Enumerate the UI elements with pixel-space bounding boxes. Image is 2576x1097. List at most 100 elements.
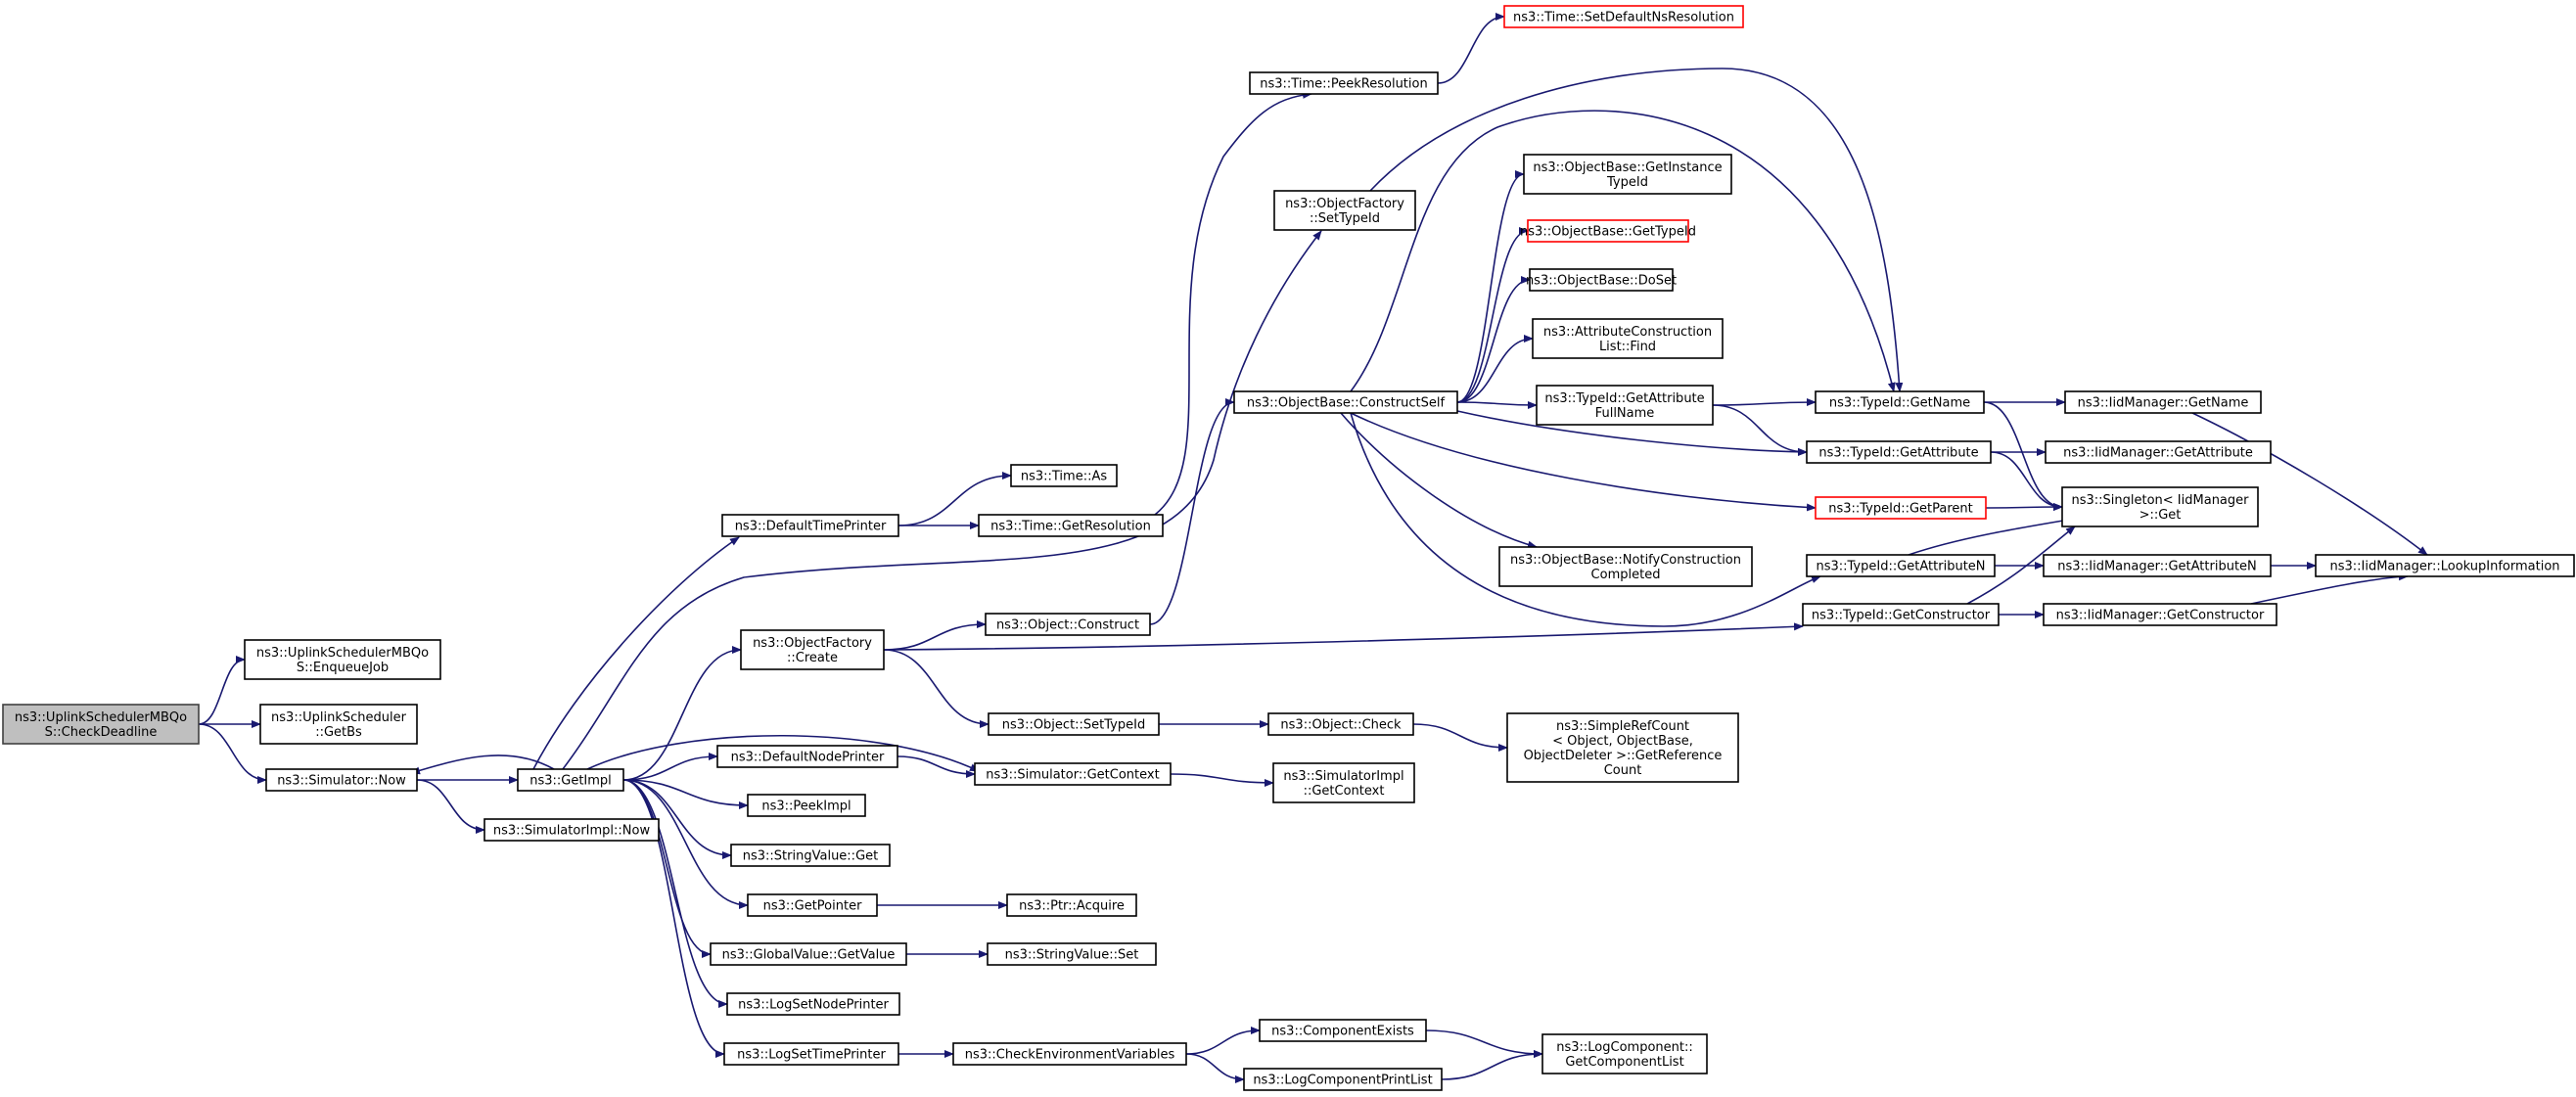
node-simplerefcount[interactable]: ns3::SimpleRefCount< Object, ObjectBase,… [1506, 712, 1739, 783]
node-iidgetattr[interactable]: ns3::IidManager::GetAttribute [2045, 440, 2272, 464]
node-peekimpl[interactable]: ns3::PeekImpl [747, 794, 866, 817]
node-box [1529, 268, 1674, 292]
node-label: ns3::ObjectBase::GetTypeId [1520, 225, 1696, 240]
node-objsettid[interactable]: ns3::Object::SetTypeId [988, 712, 1160, 736]
node-label: ns3::IidManager::LookupInformation [2329, 560, 2559, 574]
node-checkenv[interactable]: ns3::CheckEnvironmentVariables [952, 1042, 1187, 1066]
edge-arrow [1456, 170, 1525, 403]
node-globalvalget[interactable]: ns3::GlobalValue::GetValue [710, 942, 907, 966]
node-timegetres[interactable]: ns3::Time::GetResolution [978, 514, 1164, 537]
edge-arrow [622, 779, 749, 809]
node-simnow[interactable]: ns3::Simulator::Now [265, 768, 418, 792]
edge-root-to-enqueue [198, 656, 246, 725]
node-label: ns3::AttributeConstruction [1543, 325, 1712, 340]
node-defnodeprinter[interactable]: ns3::DefaultNodePrinter [716, 745, 898, 768]
node-label: ObjectDeleter >::GetReference [1524, 749, 1723, 763]
edge-tidgetconstructor-to-singletonget [1966, 526, 2076, 605]
node-iidlookup[interactable]: ns3::IidManager::LookupInformation [2315, 554, 2575, 577]
edge-arrow [1456, 276, 1531, 403]
node-objconstruct[interactable]: ns3::Object::Construct [985, 613, 1151, 636]
edge-arrow [622, 779, 728, 1008]
node-logsettime[interactable]: ns3::LogSetTimePrinter [723, 1042, 899, 1066]
edge-timegetres-to-timepeekres [1154, 90, 1312, 516]
node-label: ns3::IidManager::GetName [2078, 396, 2249, 411]
node-label: ::GetBs [315, 725, 362, 740]
node-simimplgetctx[interactable]: ns3::SimulatorImpl::GetContext [1272, 762, 1415, 803]
node-box [1536, 385, 1714, 426]
node-strvalget[interactable]: ns3::StringValue::Get [730, 844, 891, 867]
edge-arrow [1149, 398, 1235, 625]
node-objbasenotify[interactable]: ns3::ObjectBase::NotifyConstructionCompl… [1498, 546, 1753, 587]
node-box [1267, 712, 1414, 736]
node-objbaseconstructself[interactable]: ns3::ObjectBase::ConstructSelf [1233, 390, 1458, 414]
edge-arrow [897, 755, 976, 778]
edge-arrow [622, 646, 742, 781]
edge-arrow [1412, 723, 1508, 752]
edge-logcompprint-to-logcompgetlist [1441, 1050, 1543, 1080]
node-tidgetparent[interactable]: ns3::TypeId::GetParent [1815, 496, 1987, 520]
node-box [2043, 603, 2277, 626]
node-simimplnow[interactable]: ns3::SimulatorImpl::Now [483, 818, 660, 842]
node-box [483, 818, 660, 842]
node-timeas[interactable]: ns3::Time::As [1010, 464, 1118, 487]
node-iidgetattrn[interactable]: ns3::IidManager::GetAttributeN [2043, 554, 2272, 577]
node-label: ns3::ObjectBase::NotifyConstruction [1510, 553, 1741, 568]
node-objbasedoset[interactable]: ns3::ObjectBase::DoSet [1526, 268, 1677, 292]
node-logsetnode[interactable]: ns3::LogSetNodePrinter [726, 992, 900, 1016]
node-tidgetattr[interactable]: ns3::TypeId::GetAttribute [1806, 440, 1992, 464]
node-timesetdef[interactable]: ns3::Time::SetDefaultNsResolution [1503, 5, 1744, 28]
node-iidgetconstructor[interactable]: ns3::IidManager::GetConstructor [2043, 603, 2277, 626]
node-getbs[interactable]: ns3::UplinkScheduler::GetBs [259, 704, 418, 745]
node-logcompprint[interactable]: ns3::LogComponentPrintList [1243, 1068, 1443, 1091]
edge-arrow [562, 230, 1322, 770]
node-label: GetComponentList [1565, 1055, 1683, 1070]
node-ptracquire[interactable]: ns3::Ptr::Acquire [1006, 893, 1137, 917]
node-box [1010, 464, 1118, 487]
edge-arrow [1369, 68, 1904, 392]
node-objbasegettid[interactable]: ns3::ObjectBase::GetTypeId [1520, 219, 1696, 243]
node-singletonget[interactable]: ns3::Singleton< IidManager >::Get [2061, 486, 2259, 527]
node-timepeekres[interactable]: ns3::Time::PeekResolution [1249, 71, 1439, 95]
node-objfactcreate[interactable]: ns3::ObjectFactory::Create [740, 629, 885, 670]
edge-objfactcreate-to-objconstruct [883, 620, 987, 651]
edge-arrow [532, 536, 740, 770]
edge-objbaseconstructself-to-objbasedoset [1456, 276, 1531, 403]
node-tidgetconstructor[interactable]: ns3::TypeId::GetConstructor [1802, 603, 2000, 626]
node-tidgetname[interactable]: ns3::TypeId::GetName [1815, 390, 1985, 414]
node-getimpl[interactable]: ns3::GetImpl [517, 768, 624, 792]
node-compexists[interactable]: ns3::ComponentExists [1259, 1019, 1427, 1042]
edge-tidgetattrfull-to-tidgetattr [1712, 404, 1808, 456]
node-getpointer[interactable]: ns3::GetPointer [747, 893, 878, 917]
node-deftimeprinter[interactable]: ns3::DefaultTimePrinter [721, 514, 899, 537]
edge-arrow [1456, 410, 1808, 456]
node-box [244, 639, 441, 680]
node-strvalset[interactable]: ns3::StringValue::Set [987, 942, 1157, 966]
node-label: Count [1604, 763, 1642, 778]
edge-arrow [1966, 526, 2076, 605]
node-box [1233, 390, 1458, 414]
node-box [259, 704, 418, 745]
node-tidgetattrn[interactable]: ns3::TypeId::GetAttributeN [1806, 554, 1996, 577]
node-logcompgetlist[interactable]: ns3::LogComponent::GetComponentList [1541, 1033, 1708, 1074]
edge-arrow [1712, 404, 1808, 456]
node-objfactsettid[interactable]: ns3::ObjectFactory::SetTypeId [1273, 190, 1416, 231]
node-label: ns3::ObjectFactory [1285, 197, 1404, 211]
node-box [726, 992, 900, 1016]
node-label: ns3::SimulatorImpl [1283, 769, 1403, 784]
node-label: ns3::CheckEnvironmentVariables [965, 1048, 1175, 1063]
edge-arrow [1350, 412, 1817, 512]
node-label: ::Create [787, 651, 838, 665]
edge-arrow [1908, 516, 2076, 556]
edge-checkenv-to-logcompprint [1185, 1053, 1245, 1083]
node-simgetctx[interactable]: ns3::Simulator::GetContext [974, 762, 1172, 786]
edge-arrow [1154, 90, 1312, 516]
node-iidgetname[interactable]: ns3::IidManager::GetName [2064, 390, 2262, 414]
edge-objbaseconstructself-to-tidgetparent [1350, 412, 1817, 512]
node-objcheck[interactable]: ns3::Object::Check [1267, 712, 1414, 736]
node-label: ns3::Time::SetDefaultNsResolution [1513, 11, 1734, 25]
